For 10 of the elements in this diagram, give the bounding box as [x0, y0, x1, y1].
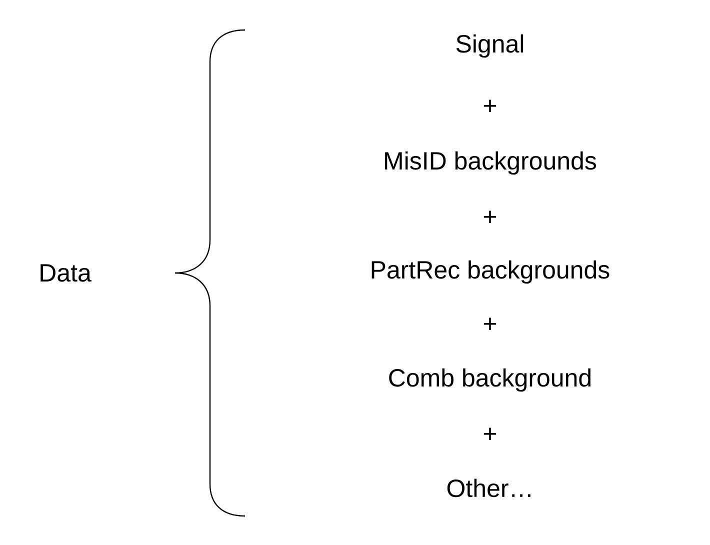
component-label: Comb background — [389, 368, 590, 392]
component-label: + — [484, 428, 496, 440]
brace-label: Data — [40, 264, 92, 282]
component-label: Signal — [456, 34, 524, 58]
component-label: MisID backgrounds — [385, 151, 596, 175]
component-label: + — [484, 318, 496, 330]
component-label: + — [484, 100, 496, 112]
component-label: + — [484, 210, 496, 223]
component-label: PartRec backgrounds — [372, 260, 610, 284]
component-label: Other… — [447, 478, 530, 498]
